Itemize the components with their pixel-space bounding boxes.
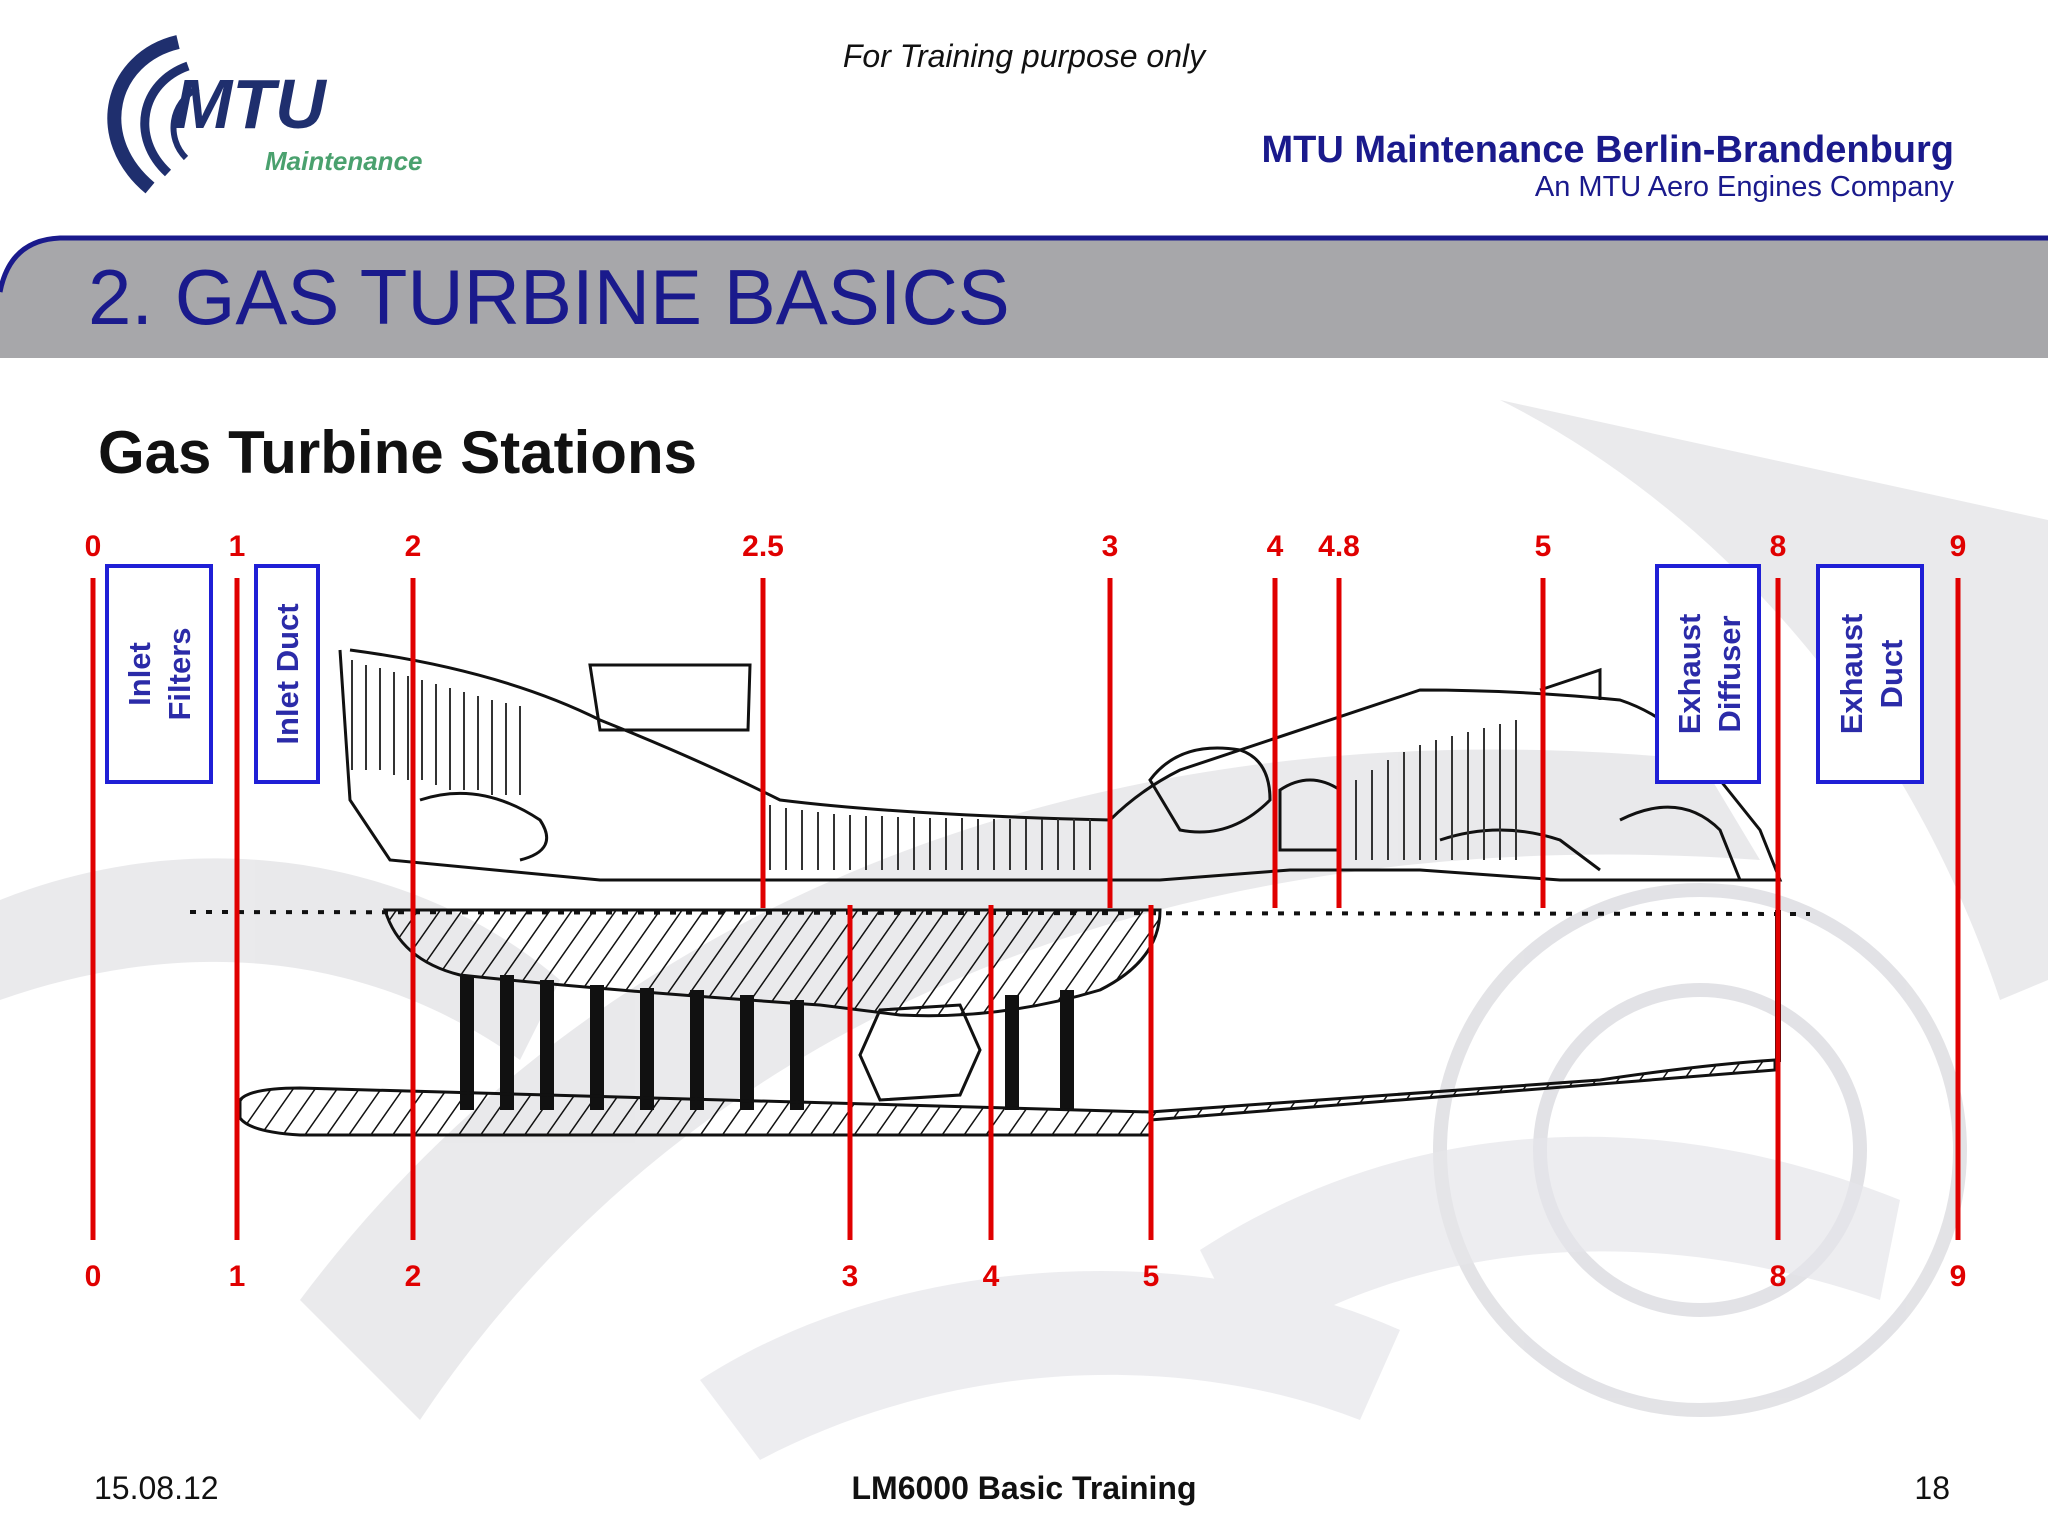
component-label-line1: Exhaust bbox=[1672, 614, 1707, 735]
component-label-line1: Exhaust bbox=[1834, 614, 1869, 735]
top-station-labels: 0 1 2 2.5 3 4 4.8 5 8 9 bbox=[85, 530, 1967, 563]
station-label-top: 2 bbox=[405, 530, 422, 563]
station-label-top: 4.8 bbox=[1318, 530, 1360, 563]
station-label-bottom: 4 bbox=[983, 1260, 1000, 1293]
compressor-blades bbox=[351, 660, 1517, 870]
company-subtitle: An MTU Aero Engines Company bbox=[1534, 171, 1954, 203]
component-label-line1: Inlet Duct bbox=[270, 603, 305, 744]
training-watermark: For Training purpose only bbox=[842, 38, 1206, 74]
lower-shaft-hatched bbox=[238, 1058, 1777, 1137]
component-label-line2: Filters bbox=[162, 627, 197, 720]
component-box-exhaust-diffuser: Exhaust Diffuser bbox=[1655, 564, 1761, 784]
bottom-station-labels: 0 1 2 3 4 5 8 9 bbox=[85, 1260, 1967, 1293]
section-title: 2. GAS TURBINE BASICS bbox=[88, 253, 1010, 341]
component-label-line2: Duct bbox=[1874, 640, 1909, 709]
station-lines-bottom-only bbox=[847, 905, 1154, 1240]
engine-cross-section bbox=[338, 648, 1783, 882]
company-block: MTU Maintenance Berlin-Brandenburg An MT… bbox=[1262, 128, 1955, 202]
component-label-line2: Diffuser bbox=[1712, 615, 1747, 732]
station-label-top: 4 bbox=[1267, 530, 1284, 563]
component-box-exhaust-duct: Exhaust Duct bbox=[1816, 564, 1924, 784]
bearing-housing bbox=[858, 1003, 982, 1102]
title-banner bbox=[0, 235, 2048, 362]
station-label-bottom: 2 bbox=[405, 1260, 422, 1293]
svg-text:Maintenance: Maintenance bbox=[265, 146, 423, 176]
station-label-top: 0 bbox=[85, 530, 102, 563]
slide-subtitle: Gas Turbine Stations bbox=[98, 419, 697, 486]
station-label-top: 8 bbox=[1770, 530, 1787, 563]
station-label-bottom: 9 bbox=[1950, 1260, 1967, 1293]
station-label-bottom: 3 bbox=[842, 1260, 859, 1293]
station-label-top: 9 bbox=[1950, 530, 1967, 563]
station-label-top: 5 bbox=[1535, 530, 1552, 563]
station-label-top: 2.5 bbox=[742, 530, 784, 563]
mtu-logo: MTU Maintenance bbox=[107, 35, 423, 194]
rotor-hatched bbox=[382, 908, 1162, 1018]
station-label-bottom: 8 bbox=[1770, 1260, 1787, 1293]
svg-text:MTU: MTU bbox=[174, 65, 327, 143]
station-label-bottom: 0 bbox=[85, 1260, 102, 1293]
rotor-discs bbox=[460, 975, 1074, 1110]
component-label-line1: Inlet bbox=[122, 642, 157, 706]
gas-turbine-stations-diagram: 0 1 2 2.5 3 4 4.8 5 8 9 0 1 2 3 4 5 8 9 … bbox=[85, 530, 1967, 1293]
company-name: MTU Maintenance Berlin-Brandenburg bbox=[1261, 129, 1955, 171]
component-box-inlet-duct: Inlet Duct bbox=[254, 564, 320, 784]
footer-title: LM6000 Basic Training bbox=[851, 1470, 1197, 1506]
station-label-top: 3 bbox=[1102, 530, 1119, 563]
station-lines-full bbox=[90, 578, 1961, 1240]
station-label-top: 1 bbox=[229, 530, 246, 563]
station-label-bottom: 1 bbox=[229, 1260, 246, 1293]
component-box-inlet-filters: Inlet Filters bbox=[105, 564, 213, 784]
footer-date: 15.08.12 bbox=[94, 1470, 219, 1506]
page-number: 18 bbox=[1914, 1470, 1950, 1506]
station-lines-top-only bbox=[760, 578, 1546, 908]
station-label-bottom: 5 bbox=[1143, 1260, 1160, 1293]
